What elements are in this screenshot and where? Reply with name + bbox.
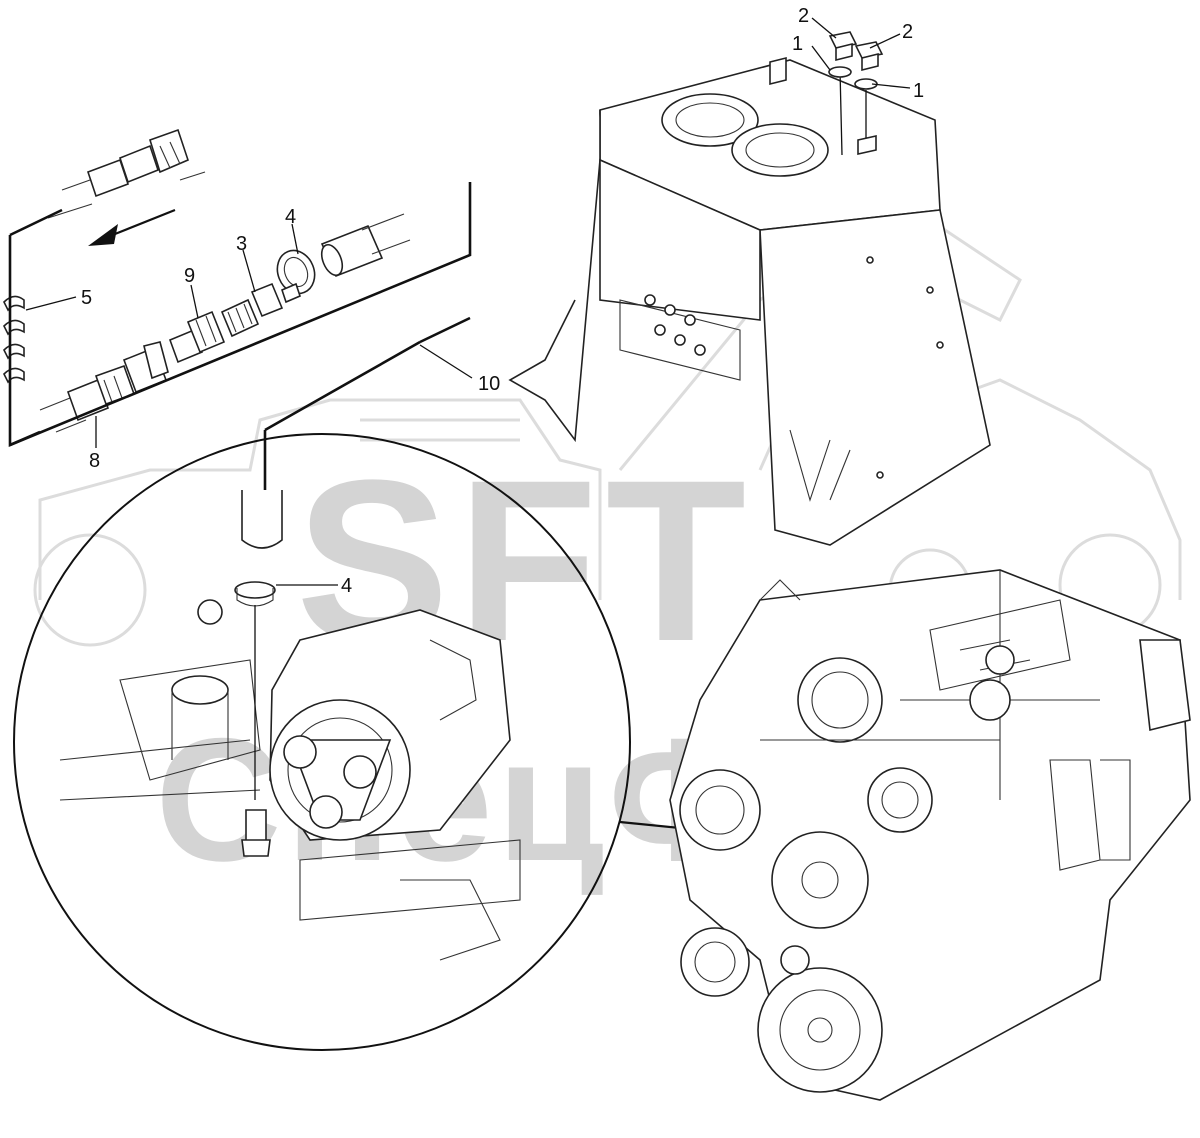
detail-view-circle — [13, 433, 820, 1051]
engine-block-detail — [59, 599, 521, 961]
callout-fitting: 3 — [236, 233, 247, 255]
callout-washer-left: 1 — [792, 33, 803, 55]
hose-assembly — [3, 128, 472, 518]
hose-clamp-lower — [234, 581, 276, 599]
callout-clamp-lower: 4 — [341, 575, 352, 597]
callout-union: 9 — [184, 265, 195, 287]
cab-support-frame — [508, 56, 991, 546]
callout-washer-right: 1 — [913, 80, 924, 102]
hollow-bolt — [241, 809, 271, 857]
mount-bolts — [828, 31, 884, 72]
callout-bolt-right: 2 — [902, 21, 913, 43]
upper-hose — [47, 128, 206, 219]
hose-barb-fitting — [220, 282, 284, 338]
callout-hose: 8 — [89, 450, 100, 472]
leader-lines — [25, 17, 911, 586]
callout-clip: 5 — [81, 287, 92, 309]
flow-direction-arrow — [88, 208, 176, 246]
callout-clamp-upper: 4 — [285, 206, 296, 228]
clip-strip — [3, 295, 25, 384]
hose-clamp-upper — [276, 249, 316, 304]
mount-washers — [828, 66, 878, 90]
lower-hose — [39, 341, 169, 433]
callout-bracket: 10 — [478, 373, 500, 395]
ac-compressor — [269, 609, 511, 841]
callout-labels: 1 1 2 2 3 4 4 5 8 9 10 — [81, 5, 924, 597]
pipe-section — [320, 213, 411, 278]
union-fitting — [168, 310, 226, 364]
frame-bolt-holes — [644, 294, 706, 356]
engine-assembly — [669, 569, 1191, 1101]
callout-bolt-left: 2 — [798, 5, 809, 27]
